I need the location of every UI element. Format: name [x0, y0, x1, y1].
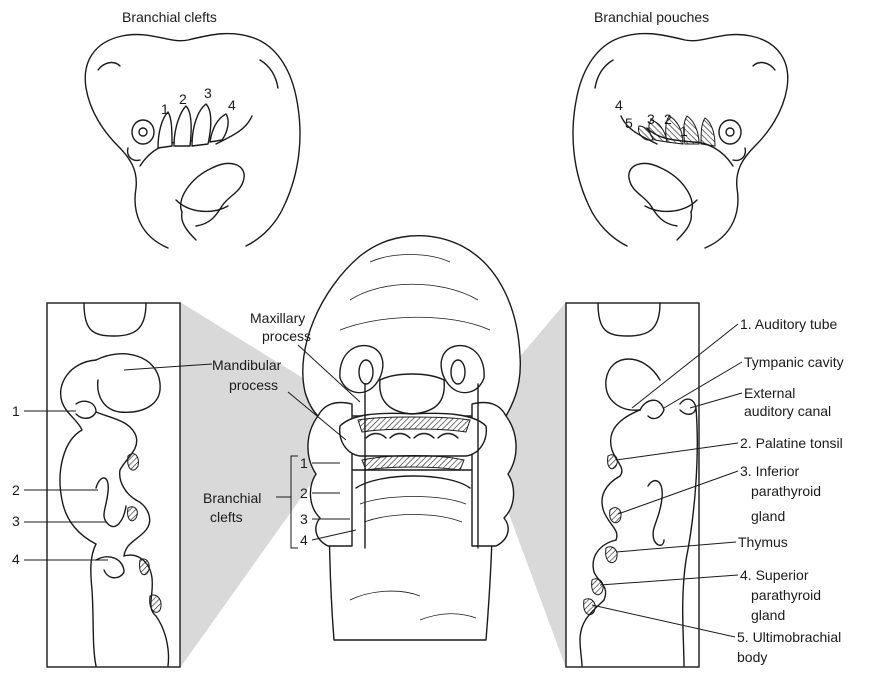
- right-embryo-pouch-4: 4: [615, 97, 623, 113]
- left-embryo-cleft-3: 3: [204, 85, 212, 101]
- label-external-auditory-line2: auditory canal: [744, 403, 831, 419]
- left-embryo-cleft-1: 1: [161, 101, 169, 117]
- label-maxillary-line2: process: [262, 328, 311, 344]
- right-embryo-pouch-2: 2: [664, 111, 672, 127]
- label-branchial-clefts-line2: clefts: [210, 509, 243, 525]
- center-cleft-1: 1: [300, 455, 308, 471]
- label-inferior-parathyroid-line1: 3. Inferior: [740, 463, 799, 479]
- label-external-auditory-line1: External: [744, 385, 795, 401]
- right-embryo-pouch-3: 3: [647, 111, 655, 127]
- left-panel-label-4: 4: [12, 551, 20, 567]
- label-auditory-tube: 1. Auditory tube: [740, 316, 838, 332]
- title-branchial-pouches: Branchial pouches: [594, 9, 709, 25]
- right-embryo-pouch-5: 5: [625, 115, 633, 131]
- label-tympanic-cavity: Tympanic cavity: [744, 354, 844, 370]
- label-inferior-parathyroid-line2: parathyroid: [751, 483, 821, 499]
- label-palatine-tonsil: 2. Palatine tonsil: [740, 435, 843, 451]
- label-superior-parathyroid-line1: 4. Superior: [740, 567, 809, 583]
- label-ultimobranchial-line1: 5. Ultimobrachial: [737, 629, 841, 645]
- left-panel-label-1: 1: [12, 403, 20, 419]
- left-panel-label-2: 2: [12, 482, 20, 498]
- label-thymus: Thymus: [738, 534, 788, 550]
- label-superior-parathyroid-line2: parathyroid: [751, 587, 821, 603]
- panel-branchial-clefts: [47, 303, 180, 667]
- label-mandibular-line2: process: [229, 377, 278, 393]
- label-mandibular-line1: Mandibular: [212, 357, 282, 373]
- title-branchial-clefts: Branchial clefts: [122, 9, 217, 25]
- left-panel-label-3: 3: [12, 513, 20, 529]
- left-embryo-cleft-2: 2: [179, 91, 187, 107]
- left-embryo-cleft-4: 4: [228, 97, 236, 113]
- embryo-right: 4 5 3 2 1: [573, 34, 788, 248]
- panel-branchial-pouches: [566, 303, 699, 667]
- embryo-left: 1 2 3 4: [85, 34, 300, 248]
- center-cleft-2: 2: [300, 485, 308, 501]
- center-cleft-4: 4: [300, 532, 308, 548]
- label-branchial-clefts-line1: Branchial: [203, 490, 261, 506]
- label-superior-parathyroid-line3: gland: [751, 607, 785, 623]
- right-embryo-pouch-1: 1: [680, 123, 688, 139]
- embryo-face-center: [303, 236, 521, 640]
- label-ultimobranchial-line2: body: [737, 649, 767, 665]
- center-cleft-3: 3: [300, 511, 308, 527]
- label-inferior-parathyroid-line3: gland: [751, 508, 785, 524]
- label-maxillary-line1: Maxillary: [250, 310, 305, 326]
